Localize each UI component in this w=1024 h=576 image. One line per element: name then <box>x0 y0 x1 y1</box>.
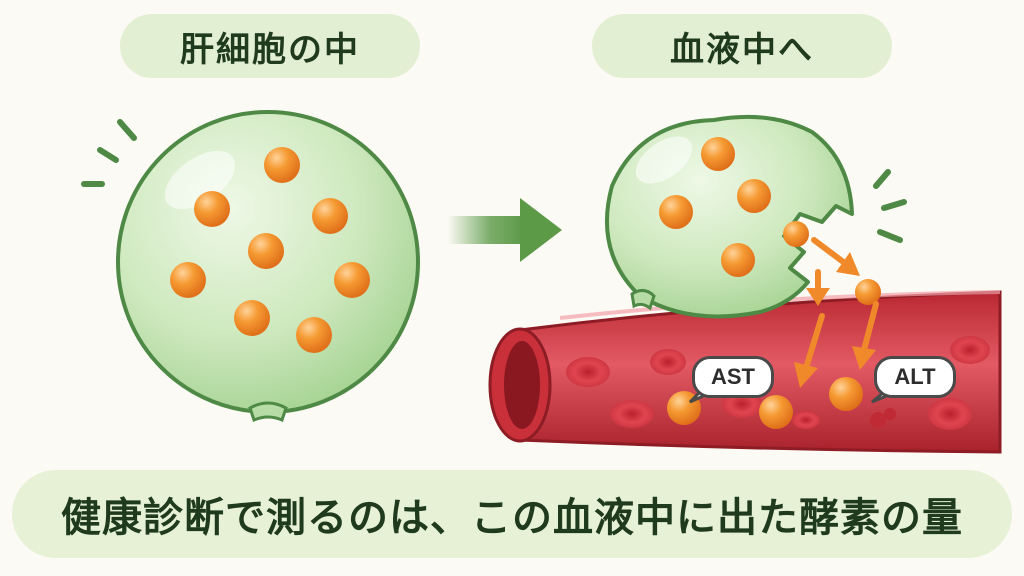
into-blood-label: 血液中へ <box>592 14 892 78</box>
sparkle-mark-icon <box>873 169 907 243</box>
caption-banner: 健康診断で測るのは、この血液中に出た酵素の量 <box>12 470 1012 558</box>
enzyme-particles-right <box>659 137 881 305</box>
ast-label: AST <box>692 356 774 398</box>
enzyme-particles-left <box>170 147 370 353</box>
inside-liver-cell-label: 肝細胞の中 <box>120 14 420 78</box>
enzyme-particles-blood <box>667 377 863 429</box>
sparkle-mark-icon <box>81 119 137 187</box>
alt-label: ALT <box>874 356 956 398</box>
right-arrow-icon <box>448 198 562 262</box>
enzyme-drop-arrow-icon <box>794 237 879 388</box>
liver-cell-ruptured <box>605 114 854 319</box>
